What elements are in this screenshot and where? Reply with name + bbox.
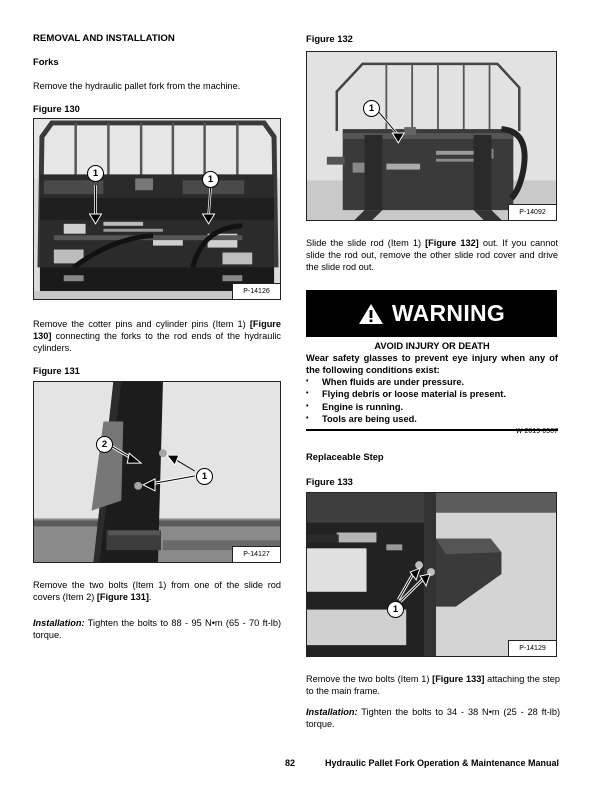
installation-label: Installation: xyxy=(33,618,85,628)
figure-reference: [Figure 130] xyxy=(33,319,281,342)
pallet-fork-rear-photo xyxy=(34,119,280,299)
figure-reference: [Figure 133] xyxy=(432,674,485,684)
callout-item-1: 1 xyxy=(363,100,380,117)
text: Slide the slide rod (Item 1) xyxy=(306,238,426,248)
photo-code: P-14127 xyxy=(232,545,280,562)
callout-item-1: 1 xyxy=(196,468,213,485)
text: Remove the cotter pins and cylinder pins… xyxy=(33,319,250,329)
subsection-title-forks: Forks xyxy=(33,56,59,67)
figure-132-photo: 1 P-14092 xyxy=(306,51,557,221)
manual-title: Hydraulic Pallet Fork Operation & Mainte… xyxy=(325,758,560,768)
paragraph-slide-rod: Slide the slide rod (Item 1) [Figure 132… xyxy=(306,237,558,274)
warning-triangle-icon xyxy=(358,303,383,324)
figure-132-label: Figure 132 xyxy=(306,33,353,44)
warning-condition: Engine is running. xyxy=(306,401,558,414)
text: attaching the step to the main frame. xyxy=(306,674,560,697)
figure-131-label: Figure 131 xyxy=(33,365,80,376)
warning-code: W-2019-0907 xyxy=(515,427,558,435)
paragraph-remove-bolts: Remove the two bolts (Item 1) from one o… xyxy=(33,579,281,603)
intro-text: Remove the hydraulic pallet fork from th… xyxy=(33,81,241,91)
installation-note-1: Installation: Tighten the bolts to 88 - … xyxy=(33,617,281,641)
text: . xyxy=(148,592,152,603)
callout-item-1: 1 xyxy=(87,165,104,182)
paragraph-step-bolts: Remove the two bolts (Item 1) [Figure 13… xyxy=(306,673,560,697)
photo-code: P-14129 xyxy=(508,639,556,656)
warning-title: WARNING xyxy=(391,299,506,326)
warning-banner: WARNING xyxy=(306,290,557,337)
callout-item-1: 1 xyxy=(387,601,404,618)
warning-headline: AVOID INJURY OR DEATH xyxy=(374,341,490,351)
text: connecting the forks to the rod ends of … xyxy=(33,331,281,354)
slide-rod-cover-photo xyxy=(34,382,280,562)
warning-condition: Flying debris or loose material is prese… xyxy=(306,388,558,401)
text: Tighten the bolts to 88 - 95 N•m (65 - 7… xyxy=(33,618,281,641)
figure-130-label: Figure 130 xyxy=(33,103,80,114)
text: Tighten the bolts to 34 - 38 N•m (25 - 2… xyxy=(306,707,560,730)
paragraph-cotter-pins: Remove the cotter pins and cylinder pins… xyxy=(33,318,281,355)
callout-item-2: 2 xyxy=(96,436,113,453)
photo-code: P-14126 xyxy=(232,282,280,299)
text: Remove the two bolts (Item 1) xyxy=(306,674,433,684)
warning-condition: Tools are being used. xyxy=(306,413,558,426)
page-number: 82 xyxy=(285,758,296,768)
warning-divider xyxy=(306,429,558,431)
figure-131-photo: 2 1 P-14127 xyxy=(33,381,281,563)
figure-133-photo: 1 P-14129 xyxy=(306,492,557,657)
pallet-fork-front-photo xyxy=(307,52,556,220)
callout-item-1: 1 xyxy=(202,171,219,188)
warning-condition: When fluids are under pressure. xyxy=(306,376,558,389)
installation-note-2: Installation: Tighten the bolts to 34 - … xyxy=(306,706,560,730)
warning-body: AVOID INJURY OR DEATH Wear safety glasse… xyxy=(306,340,558,437)
photo-code: P-14092 xyxy=(508,203,556,220)
section-title: REMOVAL AND INSTALLATION xyxy=(33,33,175,44)
replaceable-step-photo xyxy=(307,493,556,656)
figure-reference: [Figure 132] xyxy=(425,238,479,248)
warning-lead: Wear safety glasses to prevent eye injur… xyxy=(306,353,558,375)
figure-130-photo: 1 1 P-14126 xyxy=(33,118,281,300)
figure-reference: [Figure 131] xyxy=(96,592,149,603)
figure-133-label: Figure 133 xyxy=(306,476,353,487)
text: out. If you cannot slide the rod out, re… xyxy=(306,238,558,273)
subsection-title-replaceable-step: Replaceable Step xyxy=(306,451,384,462)
warning-conditions-list: When fluids are under pressure. Flying d… xyxy=(306,376,558,426)
installation-label: Installation: xyxy=(306,707,358,717)
text: Remove the two bolts (Item 1) from one o… xyxy=(33,580,281,603)
